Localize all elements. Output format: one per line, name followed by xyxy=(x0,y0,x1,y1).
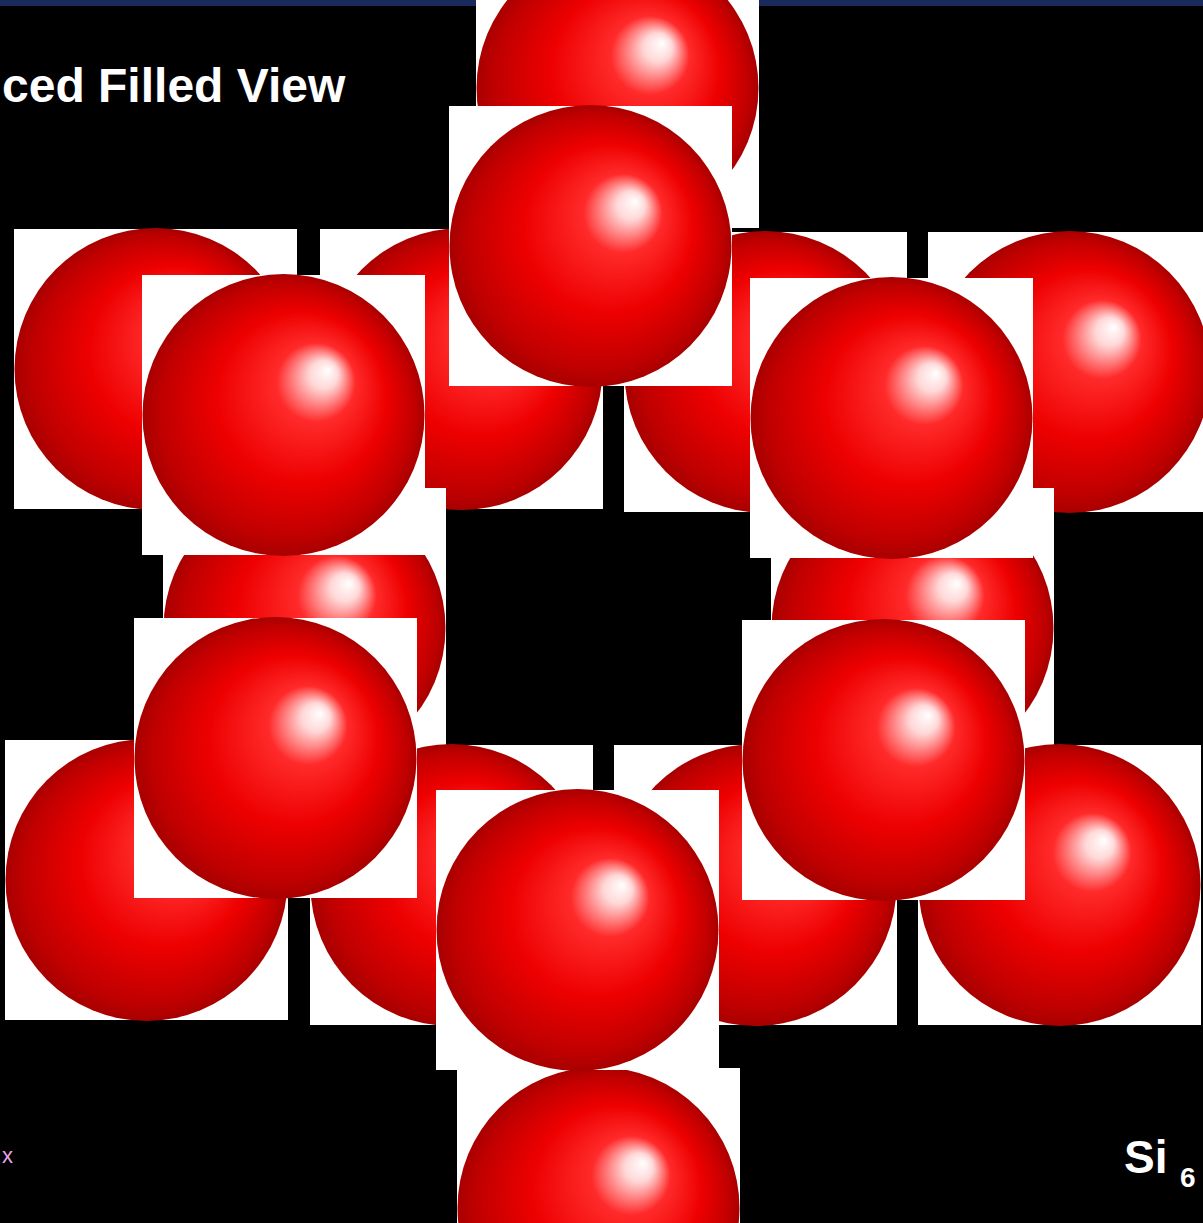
atom-tile xyxy=(436,790,719,1070)
formula-subscript: 6 xyxy=(1180,1162,1196,1194)
oxygen-atom xyxy=(436,789,719,1071)
oxygen-atom xyxy=(134,617,417,899)
atom-tile xyxy=(134,618,417,898)
atom-sphere xyxy=(135,617,417,899)
atom-tile xyxy=(142,275,425,555)
atom-sphere xyxy=(751,277,1033,559)
oxygen-atom xyxy=(742,619,1025,901)
atom-tile xyxy=(457,1068,740,1223)
axis-label: x xyxy=(2,1143,13,1169)
oxygen-atom xyxy=(449,105,732,387)
atom-tile xyxy=(449,106,732,386)
atom-sphere xyxy=(743,619,1025,901)
atom-sphere xyxy=(143,274,425,556)
oxygen-atom xyxy=(457,1067,740,1223)
slide-title: ced Filled View xyxy=(2,58,345,113)
atom-sphere xyxy=(458,1067,740,1223)
oxygen-atom xyxy=(750,277,1033,559)
oxygen-atom xyxy=(142,274,425,556)
atom-tile xyxy=(742,620,1025,900)
oxygen-atoms xyxy=(5,0,1203,1223)
formula-symbol: Si xyxy=(1124,1130,1167,1184)
atom-tile xyxy=(750,278,1033,558)
atom-sphere xyxy=(437,789,719,1071)
atom-sphere xyxy=(450,105,732,387)
